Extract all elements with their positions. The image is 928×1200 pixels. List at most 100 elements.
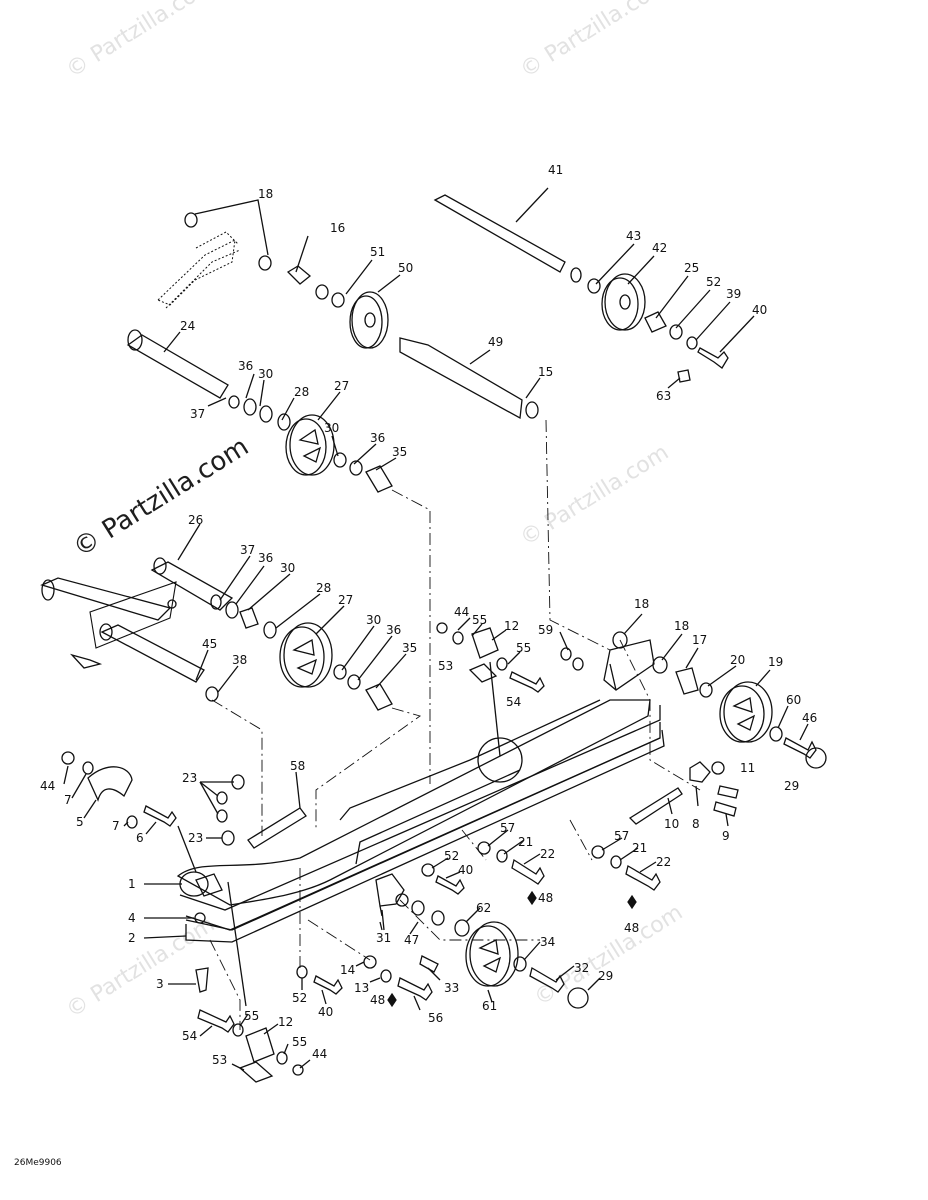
washer-57-b: [591, 845, 605, 859]
washer-21-a: [496, 849, 508, 863]
wheel-42: [601, 273, 646, 331]
callout-52-mid: 52: [444, 849, 459, 863]
washer-47-a: [395, 893, 409, 907]
callout-59: 59: [538, 623, 553, 637]
washer-47-c: [431, 910, 445, 926]
washer-7-left: [82, 761, 94, 775]
washer-37-mid: [210, 594, 222, 610]
callout-17: 17: [692, 633, 707, 647]
bearing-30-mid-b: [333, 664, 347, 680]
callout-57-a: 57: [500, 821, 515, 835]
callout-52: 52: [706, 275, 721, 289]
bracket-8: [689, 761, 711, 783]
callout-3: 3: [156, 977, 164, 991]
washer-55-upper-a: [452, 631, 464, 645]
callout-12-upper: 12: [504, 619, 519, 633]
washer-7-b: [126, 815, 138, 829]
washer-18-top-b: [258, 255, 272, 271]
bearing-30-top: [259, 405, 273, 423]
callout-26: 26: [188, 513, 203, 527]
washer-34: [513, 956, 527, 972]
nut-44-low: [292, 1064, 304, 1076]
callout-30b: 30: [324, 421, 339, 435]
drop-48-b: [627, 894, 637, 910]
callout-39: 39: [726, 287, 741, 301]
bolt-46: [783, 737, 817, 759]
main-rail: [176, 663, 665, 943]
bearing-30-b-top: [333, 452, 347, 468]
shaft-49-end: [525, 401, 539, 419]
washer-55-upper-b: [496, 657, 508, 671]
callout-12-low: 12: [278, 1015, 293, 1029]
washer-21-b: [610, 855, 622, 869]
spacer-17: [675, 667, 699, 695]
bolt-40-top: [697, 347, 729, 369]
callout-34: 34: [540, 935, 555, 949]
chain-outline: [157, 231, 241, 309]
bolt-40-low: [313, 975, 343, 995]
spacer-35-mid: [365, 683, 393, 711]
washer-59-a: [560, 647, 572, 661]
callout-55-upper: 55: [472, 613, 487, 627]
washer-36-top: [243, 398, 257, 416]
callout-61: 61: [482, 999, 497, 1013]
plate-58: [247, 807, 307, 849]
callout-24: 24: [180, 319, 195, 333]
spacer-35-top: [365, 465, 393, 493]
block-12-upper: [471, 627, 499, 659]
washer-55-low-a: [232, 1023, 244, 1037]
callout-22-b: 22: [656, 855, 671, 869]
washer-38: [205, 686, 219, 702]
wheel-1: [179, 871, 209, 897]
callout-30c: 30: [280, 561, 295, 575]
washer-52-top: [669, 324, 683, 340]
callout-35b: 35: [402, 641, 417, 655]
callout-18-right: 18: [634, 597, 649, 611]
callout-60: 60: [786, 693, 801, 707]
bolt-54-low: [197, 1009, 235, 1033]
callout-27b: 27: [338, 593, 353, 607]
front-arm-26: [40, 557, 234, 683]
bolt-6: [143, 805, 177, 827]
wheel-27-mid: [279, 622, 333, 688]
clip-28-top: [277, 413, 291, 431]
callout-5: 5: [76, 815, 84, 829]
washer-14: [363, 955, 377, 969]
washer-36-mid: [225, 601, 239, 619]
callout-21-b: 21: [632, 841, 647, 855]
callout-49: 49: [488, 335, 503, 349]
callout-23-a: 23: [182, 771, 197, 785]
callout-28: 28: [294, 385, 309, 399]
callout-48-a: 48: [538, 891, 553, 905]
drawing-code: 26Me9906: [14, 1158, 62, 1168]
callout-36c: 36: [258, 551, 273, 565]
callout-22-a: 22: [540, 847, 555, 861]
callout-16: 16: [330, 221, 345, 235]
callout-28b: 28: [316, 581, 331, 595]
callout-55-low: 55: [244, 1009, 259, 1023]
callout-62: 62: [476, 901, 491, 915]
callout-54-upper: 54: [506, 695, 521, 709]
callout-55-upper-b: 55: [516, 641, 531, 655]
callout-15: 15: [538, 365, 553, 379]
cap-29-low: [567, 987, 589, 1009]
bearing-62: [454, 919, 470, 937]
callout-13: 13: [354, 981, 369, 995]
callout-45: 45: [202, 637, 217, 651]
callout-43: 43: [626, 229, 641, 243]
callout-40-mid: 40: [458, 863, 473, 877]
washer-18-top: [184, 212, 198, 228]
callout-7-b: 7: [112, 819, 120, 833]
bolt-56: [397, 977, 433, 1001]
callout-54-low: 54: [182, 1029, 197, 1043]
screw-9b: [717, 785, 739, 799]
washer-57-a: [477, 841, 491, 855]
callout-10: 10: [664, 817, 679, 831]
cap-29-right: [805, 747, 827, 769]
bearing-51: [331, 292, 345, 308]
washer-52-low: [296, 965, 308, 979]
callout-56: 56: [428, 1011, 443, 1025]
stopper-5: [87, 766, 133, 802]
callout-18-right-b: 18: [674, 619, 689, 633]
